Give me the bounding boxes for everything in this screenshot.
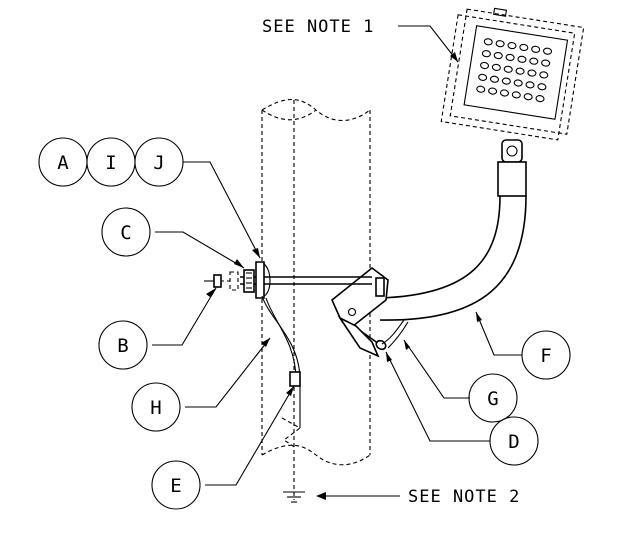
pole [261,98,371,500]
floodlight-fixture [440,7,585,141]
bolt-cap [204,274,222,288]
callout-d-label: D [508,431,519,453]
nut-washer [243,269,255,293]
exploded-washer [220,271,239,291]
callout-g: G [468,373,518,423]
callout-e-label: E [170,475,181,497]
swivel-knuckle [497,139,527,197]
callout-c: C [101,207,151,257]
callout-a: A [38,137,88,187]
callout-f: F [521,330,571,380]
ground-symbol [283,491,305,503]
pole-plate [255,261,271,299]
callout-i: I [86,137,136,187]
note-1-text: SEE NOTE 1 [262,17,374,37]
callout-d: D [489,416,539,466]
callout-j-label: J [153,152,164,174]
callout-b-label: B [117,335,128,357]
leader-lines [152,25,522,500]
ground-wire [261,295,301,428]
led-array [475,38,553,103]
arm-wire [381,319,409,349]
callout-a-label: A [57,152,69,174]
mounting-bracket [331,266,389,358]
callout-b: B [98,320,148,370]
note-2-text: SEE NOTE 2 [408,487,520,507]
curved-arm [379,195,527,321]
callout-i-label: I [105,152,116,174]
callout-f-label: F [540,345,551,367]
callout-h-label: H [150,397,161,419]
callout-j: J [134,137,184,187]
callout-c-label: C [120,222,131,244]
callout-h: H [131,382,181,432]
callout-e: E [151,460,201,510]
callout-g-label: G [487,388,498,410]
